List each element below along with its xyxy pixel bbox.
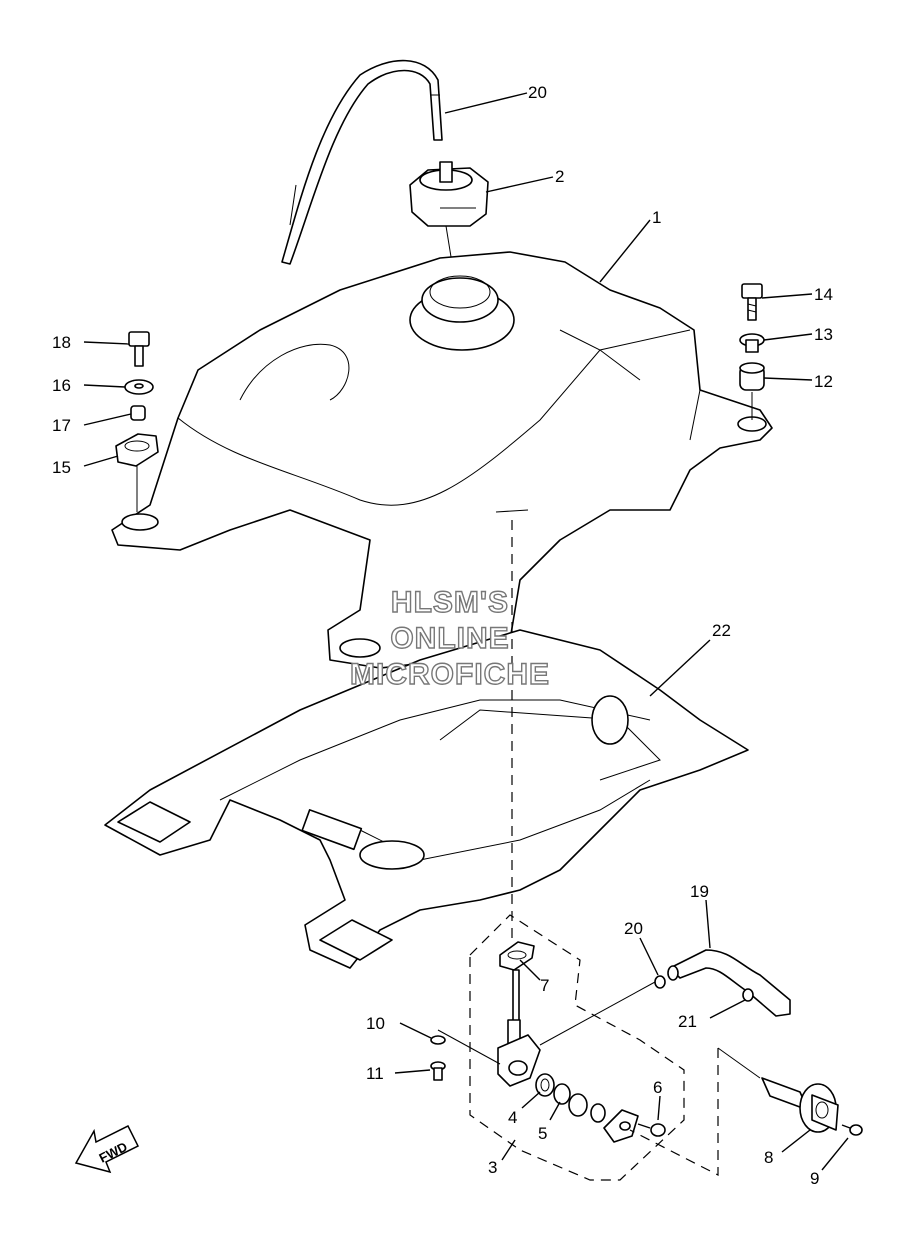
callout-20b: 21 bbox=[678, 1012, 697, 1031]
washer-10 bbox=[430, 1035, 446, 1045]
screw-9 bbox=[841, 1124, 863, 1136]
screw-11 bbox=[430, 1061, 446, 1081]
callout-9: 9 bbox=[810, 1169, 819, 1188]
clamp-20b bbox=[742, 988, 754, 1002]
callout-18: 18 bbox=[52, 333, 71, 352]
lever-8 bbox=[761, 1077, 839, 1133]
callout-16: 16 bbox=[52, 376, 71, 395]
callout-labels: 20 2 1 14 13 12 18 16 17 15 22 7 10 11 4… bbox=[52, 83, 833, 1188]
fuel-cock bbox=[497, 969, 541, 1087]
collar-17 bbox=[130, 405, 146, 421]
fuel-tank bbox=[111, 251, 773, 669]
callout-15: 15 bbox=[52, 458, 71, 477]
watermark-line-1: HLSM'S bbox=[391, 586, 509, 619]
callout-6: 6 bbox=[653, 1078, 662, 1097]
washer-16 bbox=[124, 379, 154, 395]
fwd-arrow-icon: FWD bbox=[74, 1124, 140, 1174]
seal-5 bbox=[553, 1083, 571, 1105]
bolt-18 bbox=[128, 331, 150, 367]
callout-22: 22 bbox=[712, 621, 731, 640]
callout-17: 17 bbox=[52, 416, 71, 435]
damper-12 bbox=[739, 362, 765, 391]
vent-hose bbox=[281, 59, 443, 265]
damper-15 bbox=[115, 433, 159, 467]
callout-19: 19 bbox=[690, 882, 709, 901]
o-ring-4 bbox=[535, 1073, 555, 1097]
callout-20a: 20 bbox=[624, 919, 643, 938]
callout-7: 7 bbox=[540, 976, 549, 995]
leader-lines bbox=[83, 92, 849, 1171]
watermark: HLSM'S ONLINE MICROFICHE bbox=[349, 585, 550, 691]
tank-cover bbox=[104, 629, 749, 969]
callout-11: 11 bbox=[366, 1064, 384, 1083]
watermark-line-2: ONLINE bbox=[390, 622, 509, 655]
callout-21: 20 bbox=[528, 83, 547, 102]
callout-1: 1 bbox=[652, 208, 661, 227]
callout-10: 10 bbox=[366, 1014, 385, 1033]
watermark-line-3: MICROFICHE bbox=[350, 658, 550, 691]
callout-8: 8 bbox=[764, 1148, 773, 1167]
callout-3: 3 bbox=[488, 1158, 497, 1177]
fuel-hose-19 bbox=[667, 949, 791, 1017]
collar-13 bbox=[739, 333, 765, 353]
clamp-20a bbox=[654, 975, 666, 989]
callout-4: 4 bbox=[508, 1108, 517, 1127]
spring-washer bbox=[568, 1093, 606, 1123]
screw-6 bbox=[637, 1123, 666, 1137]
bolt-14 bbox=[741, 283, 763, 321]
callout-2: 2 bbox=[555, 167, 564, 186]
callout-12: 12 bbox=[814, 372, 833, 391]
gasket-7 bbox=[499, 941, 535, 971]
callout-5: 5 bbox=[538, 1124, 547, 1143]
callout-13: 13 bbox=[814, 325, 833, 344]
plate-lever bbox=[603, 1109, 639, 1143]
callout-14: 14 bbox=[814, 285, 833, 304]
